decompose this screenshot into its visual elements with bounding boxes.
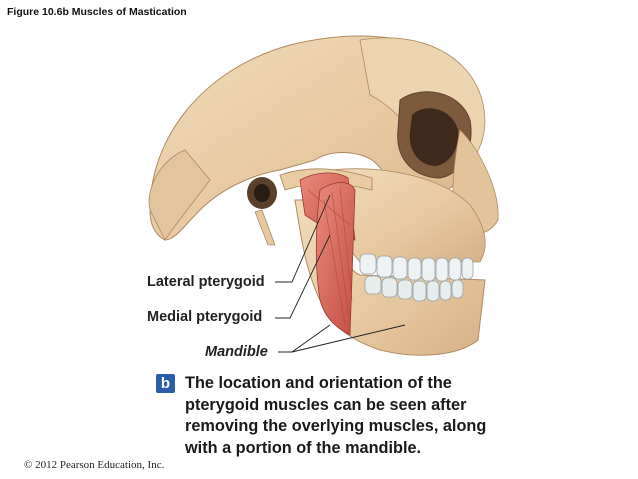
leader-mandible-a — [278, 324, 331, 353]
leader-lateral — [275, 194, 331, 283]
copyright: © 2012 Pearson Education, Inc. — [24, 459, 165, 471]
leader-medial — [275, 234, 331, 319]
medial-pterygoid-muscle — [315, 182, 356, 336]
leader-mandible-b — [291, 324, 406, 353]
caption-text: The location and orientation of the pter… — [185, 374, 487, 457]
styloid-process — [254, 209, 276, 246]
label-lateral-pterygoid: Lateral pterygoid — [147, 274, 265, 290]
lower-teeth — [364, 275, 464, 302]
label-medial-pterygoid: Medial pterygoid — [147, 309, 263, 325]
occipital — [148, 149, 211, 241]
label-mandible: Mandible — [205, 344, 268, 360]
figure-title: Figure 10.6b Muscles of Mastication — [7, 6, 187, 18]
upper-teeth — [359, 253, 474, 282]
caption-badge: b — [156, 374, 175, 393]
